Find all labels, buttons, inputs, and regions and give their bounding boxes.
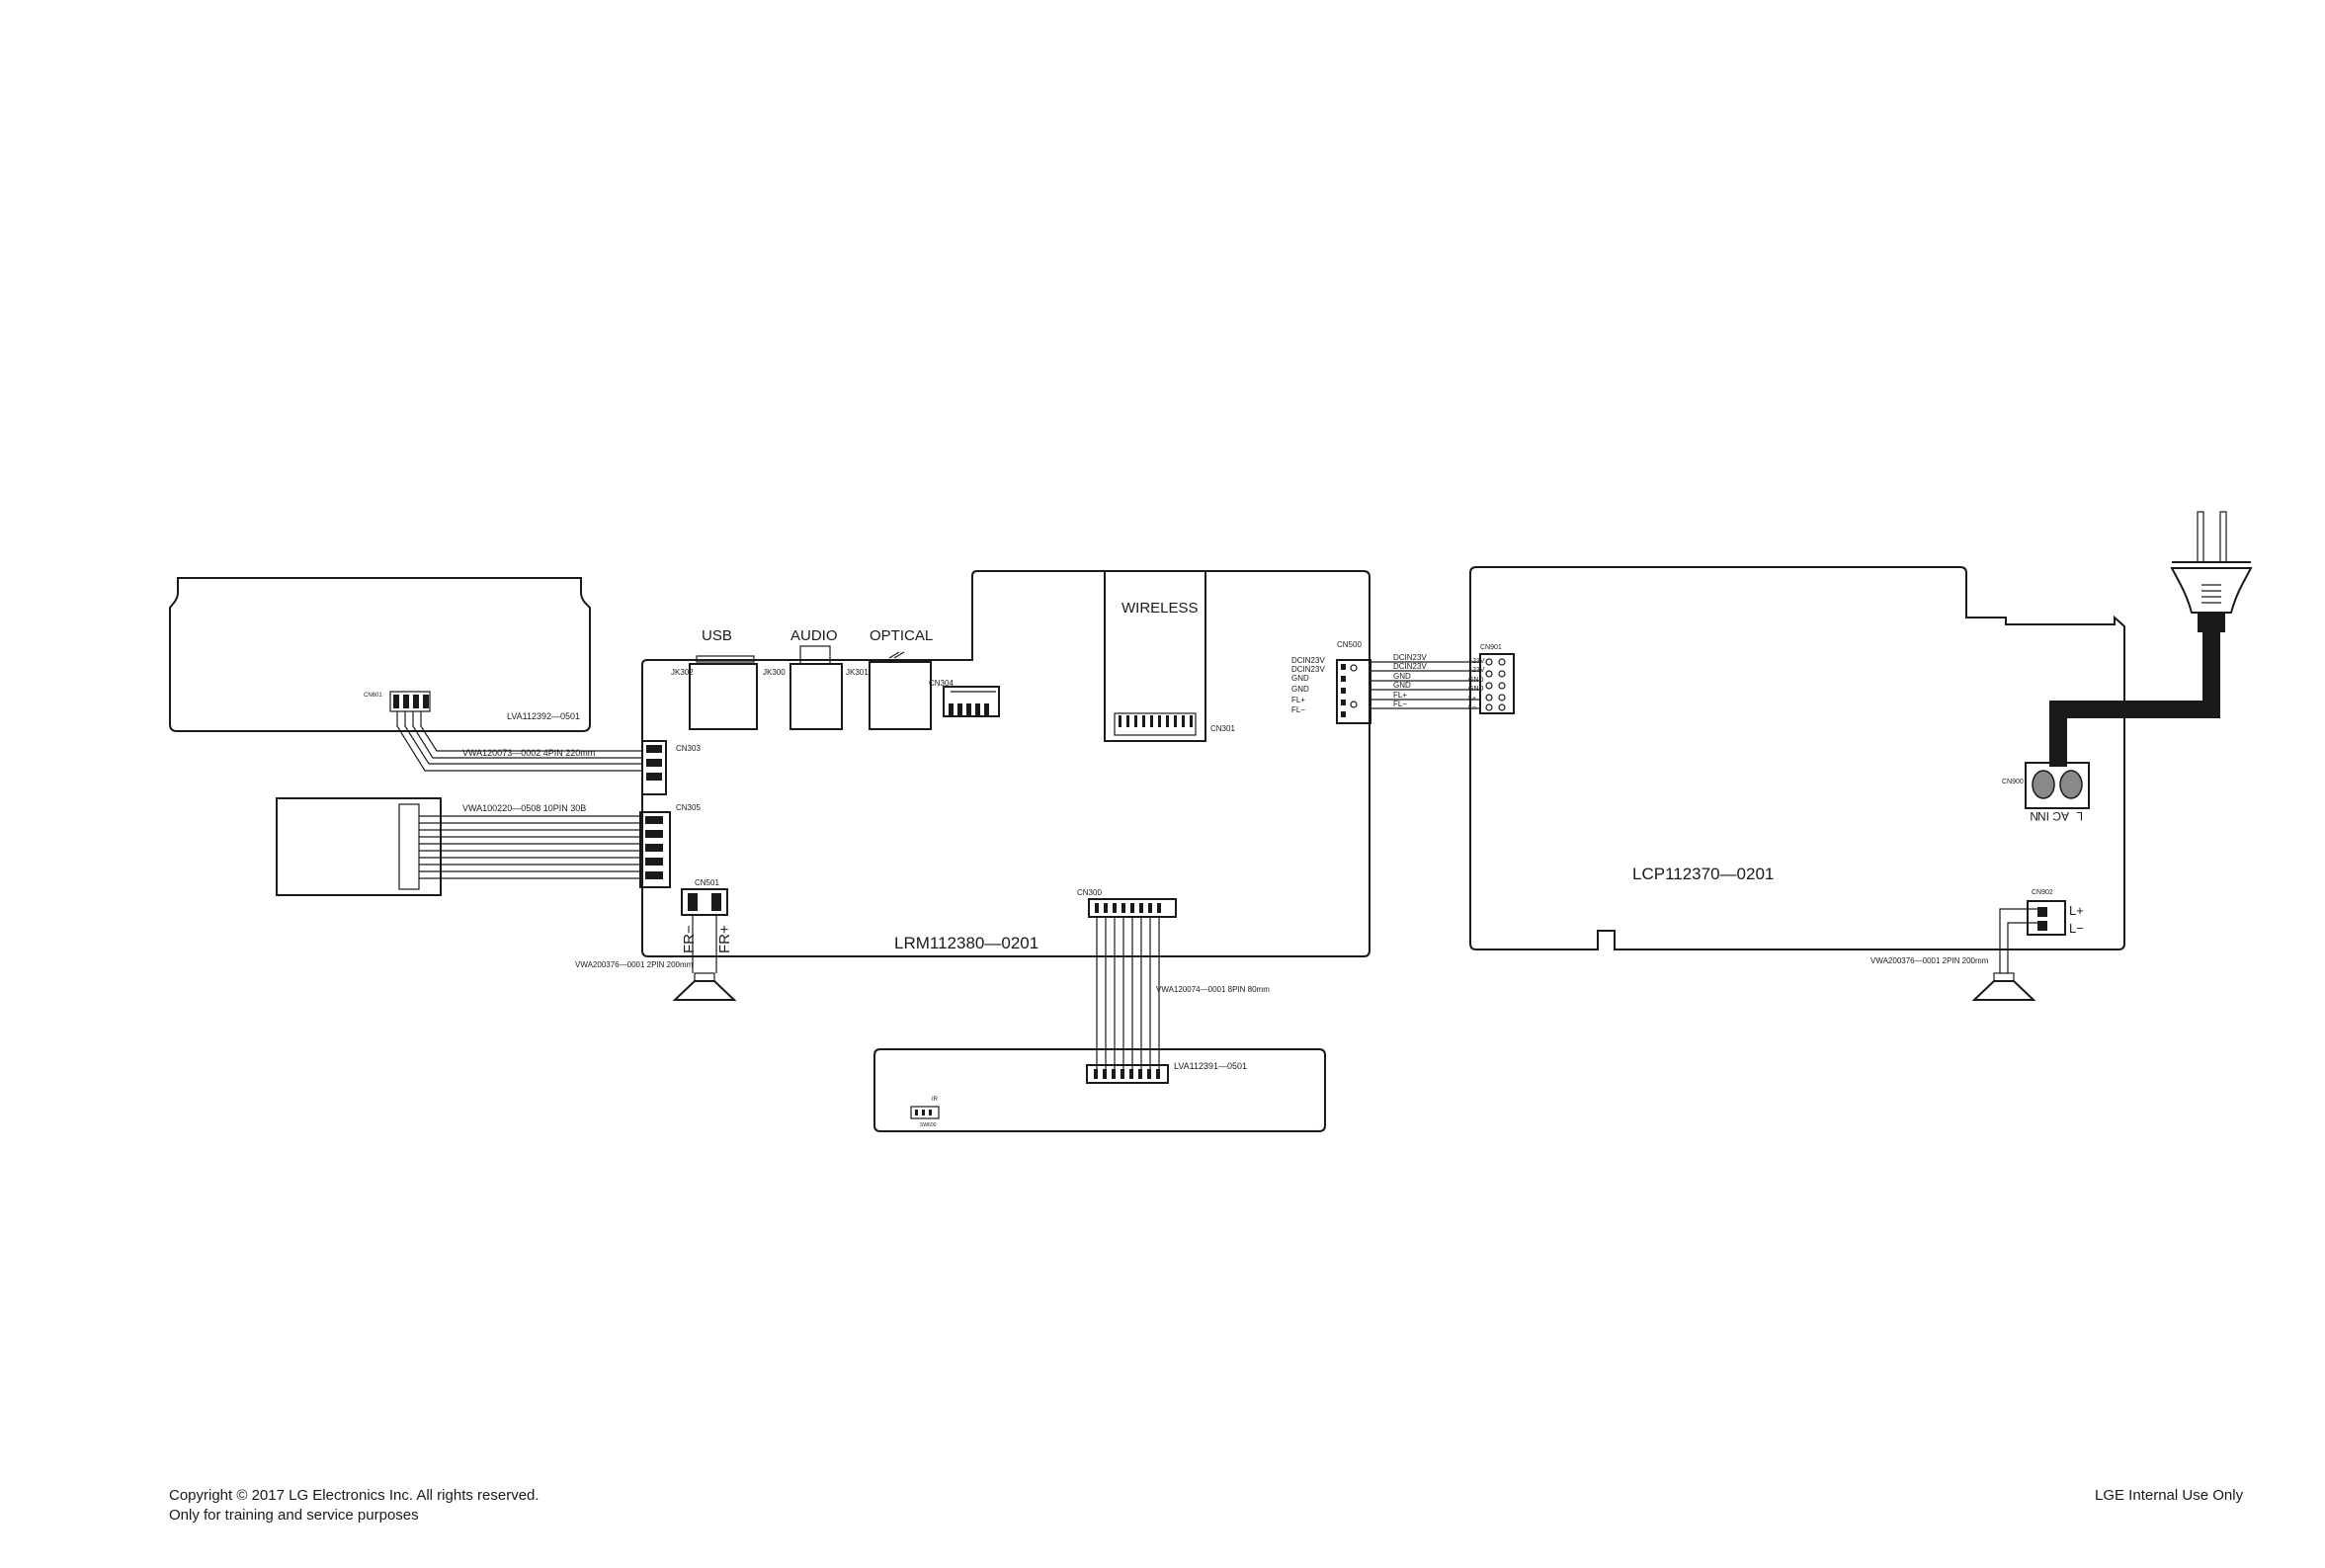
cn501-connector: [681, 888, 728, 916]
plug-icon: [2170, 511, 2253, 614]
front-speaker-cable: VWA200376—0001 2PIN 200mm: [575, 915, 717, 973]
ac-cord: [2049, 511, 2253, 767]
ac-in-label: AC IN: [2037, 809, 2069, 823]
internal-use-text: LGE Internal Use Only: [2095, 1487, 2244, 1504]
l-plus-label: L+: [2069, 903, 2084, 918]
cn304-connector: [943, 686, 1000, 717]
wire-1: DCIN23V: [1393, 653, 1427, 662]
front-board: LVA112391—0501 IR SW600: [873, 1048, 1326, 1132]
jk301-ref: JK301: [846, 668, 869, 677]
pin-2: +23V: [1468, 667, 1485, 674]
power-board-label: LCP112370—0201: [1632, 865, 1774, 883]
cn300-ref: CN300: [1077, 888, 1102, 897]
wire-2: DCIN23V: [1393, 662, 1427, 671]
cable-cn300-label: VWA120074—0001 8PIN 80mm: [1156, 985, 1270, 994]
cable-cn303-label: VWA120073—0002 4PIN 220mm: [462, 748, 595, 758]
wire-6: FL−: [1393, 700, 1407, 708]
pin-1: +23V: [1468, 658, 1485, 665]
l-minus-label: L−: [2069, 921, 2084, 936]
pin-6: L−: [1468, 704, 1476, 711]
cn501-ref: CN501: [695, 878, 719, 887]
speaker-icon: [1971, 972, 2036, 1001]
signal-2: DCIN23V: [1291, 665, 1325, 674]
wire-4: GND: [1393, 681, 1411, 690]
sw-ref: SW600: [920, 1122, 937, 1128]
cn303-connector: [641, 740, 667, 795]
pin-4: GND: [1468, 686, 1484, 693]
cn901-connector: [1479, 653, 1515, 714]
pin-3: GND: [1468, 677, 1484, 684]
power-board: LCP112370—0201 CN901 +23V +23V GND GND L…: [1468, 566, 2125, 950]
speaker-icon-fr: [672, 972, 737, 1001]
wire-5: FL+: [1393, 691, 1407, 700]
cable-cn305-label: VWA100220—0508 10PIN 30B: [462, 803, 586, 813]
signal-5: FL+: [1291, 696, 1305, 704]
audio-port: [789, 663, 843, 730]
cn303-ref: CN303: [676, 744, 701, 753]
wire-3: GND: [1393, 672, 1411, 681]
power-signals-main: DCIN23V DCIN23V GND GND FL+ FL−: [1291, 656, 1325, 714]
cable-cn501-label: VWA200376—0001 2PIN 200mm: [575, 960, 694, 969]
optical-label: OPTICAL: [870, 627, 933, 644]
cn300-connector: [1088, 898, 1177, 918]
pin-5: L+: [1468, 696, 1476, 702]
jk302-ref: JK302: [671, 668, 694, 677]
signal-1: DCIN23V: [1291, 656, 1325, 665]
cn304-ref: CN304: [929, 679, 954, 688]
amp-module: [276, 797, 442, 896]
fr-plus-label: FR+: [716, 925, 733, 953]
signal-3: GND: [1291, 674, 1309, 683]
usb-port: [689, 663, 758, 730]
cn500-connector: [1336, 659, 1371, 724]
optical-port: [869, 661, 932, 730]
cn900-ref: CN900: [2002, 779, 2024, 785]
ac-n-label: N: [2030, 809, 2038, 823]
main-board-label: LRM112380—0201: [894, 934, 1038, 952]
cable-cn303: VWA120073—0002 4PIN 220mm: [396, 711, 642, 772]
right-speaker-cable: VWA200376—0001 2PIN 200mm: [1870, 908, 2037, 973]
signal-6: FL−: [1291, 705, 1305, 714]
cn900-connector: [2025, 762, 2090, 809]
ac-l-label: L: [2076, 809, 2083, 823]
wireless-module: [1104, 570, 1206, 742]
display-board: CN601 LVA112392—0501: [169, 577, 591, 732]
cn902-ref: CN902: [2032, 889, 2053, 896]
footer-left: Copyright © 2017 LG Electronics Inc. All…: [169, 1486, 540, 1526]
cn305-ref: CN305: [676, 803, 701, 812]
display-board-label: LVA112392—0501: [507, 711, 580, 721]
cn305-connector: [639, 811, 671, 888]
cn301-ref: CN301: [1210, 724, 1235, 733]
power-cable: DCIN23V DCIN23V GND GND FL+ FL−: [1370, 653, 1480, 709]
cable-cn300: VWA120074—0001 8PIN 80mm: [1096, 917, 1270, 1069]
main-board: LRM112380—0201 USB JK302 AUDIO JK300 OPT…: [639, 570, 1371, 957]
jk300-ref: JK300: [763, 668, 786, 677]
wireless-label: WIRELESS: [1121, 600, 1199, 617]
audio-label: AUDIO: [790, 627, 838, 644]
cable-cn305: VWA100220—0508 10PIN 30B: [419, 803, 640, 879]
display-connector-ref: CN601: [364, 693, 382, 699]
cn902-connector: [2027, 900, 2066, 936]
cable-cn902-label: VWA200376—0001 2PIN 200mm: [1870, 956, 1989, 965]
signal-4: GND: [1291, 685, 1309, 694]
front-board-label: LVA112391—0501: [1174, 1061, 1247, 1071]
ir-receiver: [910, 1106, 940, 1119]
display-connector: [393, 695, 429, 708]
training-text: Only for training and service purposes: [169, 1507, 419, 1524]
ir-ref: IR: [932, 1097, 939, 1103]
fr-minus-label: FR−: [681, 925, 698, 953]
cn901-ref: CN901: [1480, 644, 1502, 651]
front-connector: [1086, 1064, 1169, 1084]
usb-label: USB: [702, 627, 732, 644]
copyright-text: Copyright © 2017 LG Electronics Inc. All…: [169, 1487, 540, 1504]
cn500-ref: CN500: [1337, 640, 1362, 649]
